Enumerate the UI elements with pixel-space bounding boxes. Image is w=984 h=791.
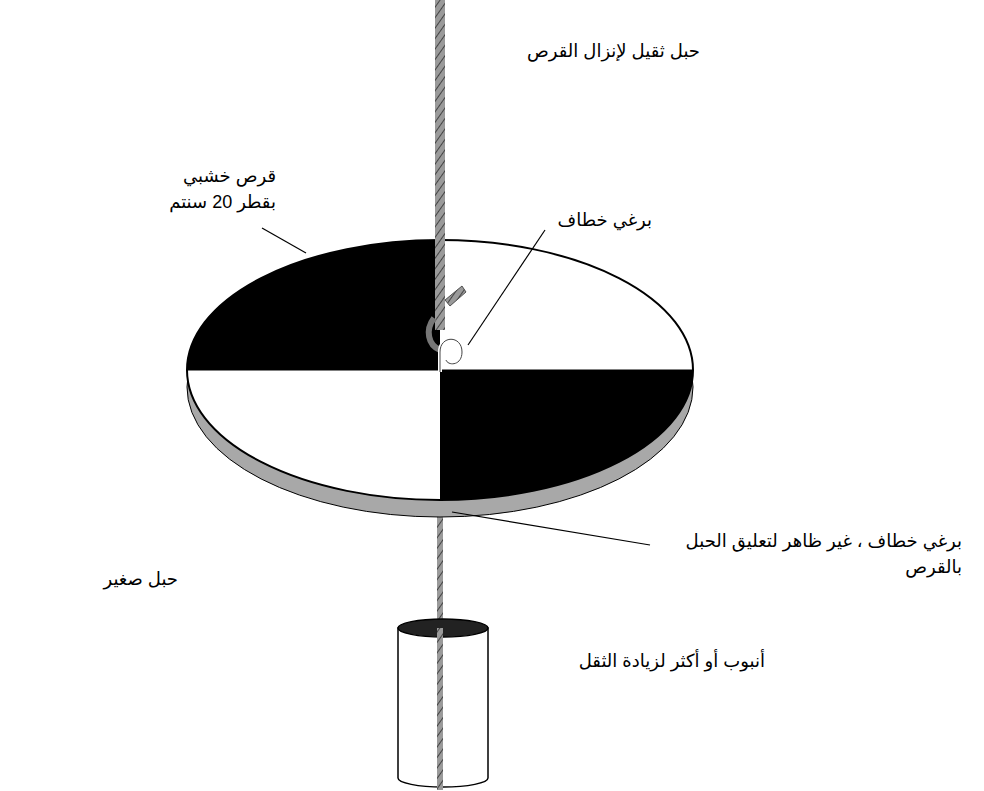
weight-tube [398,619,488,790]
small-rope-label: حبل صغير [103,566,178,592]
hook-screw-outline [440,339,462,372]
tube-label: أنبوب أو أكثر لزيادة الثقل [579,648,765,674]
small-rope [437,500,443,790]
leader-lines [262,228,650,545]
hook-label: برغي خطاف [558,207,652,233]
rope-label: حبل ثقيل لإنزال القرص [527,38,700,64]
disk-label: قرص خشبي بقطر 20 سنتم [140,163,276,215]
heavy-rope [429,0,466,350]
hidden-hook-label: برغي خطاف ، غير ظاهر لتعليق الحبل بالقرص [632,528,962,580]
hook-screw [440,339,462,372]
